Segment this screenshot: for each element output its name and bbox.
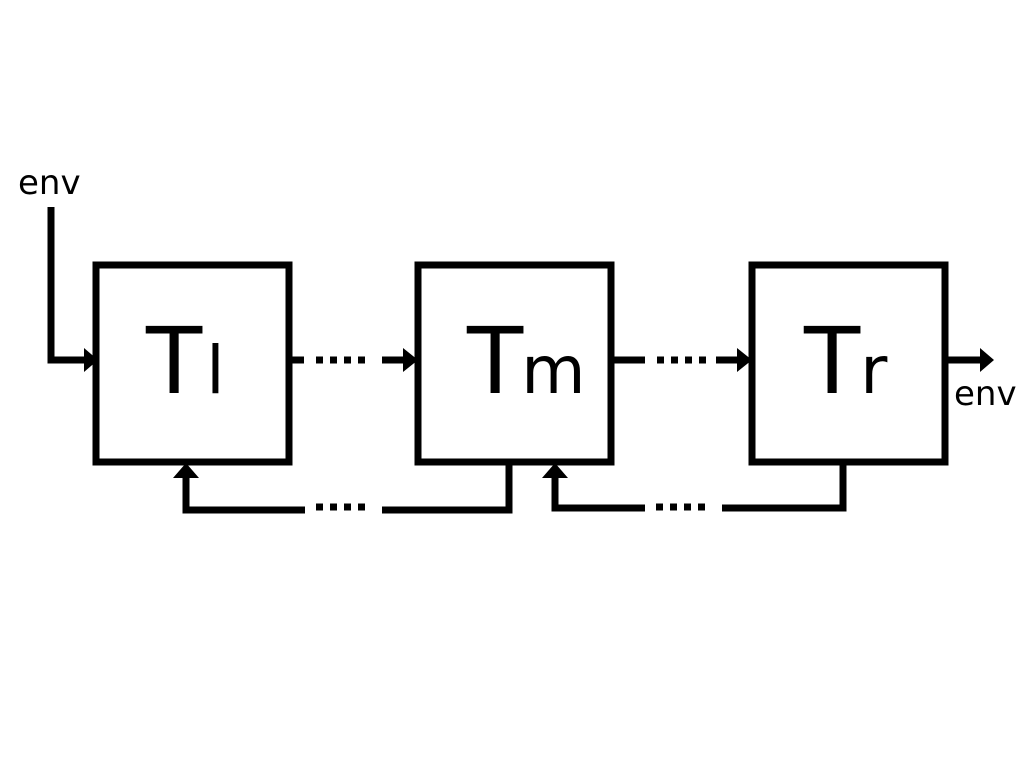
box-tm-label: Tm [466, 308, 586, 415]
box-tl: Tl [92, 261, 293, 466]
box-tl-main: T [145, 308, 203, 415]
feedback-arrowhead-2 [542, 463, 568, 478]
env-input-arrowhead [84, 348, 98, 372]
env-input-label: env [18, 163, 81, 203]
feedback-wire-1-start [382, 462, 513, 514]
box-tr-frame [748, 261, 949, 466]
feedback-wire-1-end [182, 474, 305, 514]
env-output-label: env [954, 374, 1017, 414]
feedback-wire-2-end [551, 474, 645, 512]
box-tr: Tr [748, 261, 949, 466]
box-tm-main: T [466, 308, 524, 415]
env-input-wire [47, 207, 88, 364]
forward-arrowhead-2 [737, 348, 752, 372]
feedback-arrowhead-1 [173, 463, 199, 478]
box-tm-frame [414, 261, 615, 466]
env-output-arrowhead [980, 348, 994, 372]
box-tl-label: Tl [145, 308, 225, 415]
feedback-wire-2-start [722, 462, 847, 512]
box-tr-sub: r [860, 332, 888, 409]
box-tm-sub: m [521, 332, 585, 409]
box-tl-sub: l [206, 332, 224, 409]
box-tr-label: Tr [803, 308, 888, 415]
forward-arrowhead-1 [403, 348, 418, 372]
box-tr-main: T [803, 308, 861, 415]
box-tm: Tm [414, 261, 615, 466]
